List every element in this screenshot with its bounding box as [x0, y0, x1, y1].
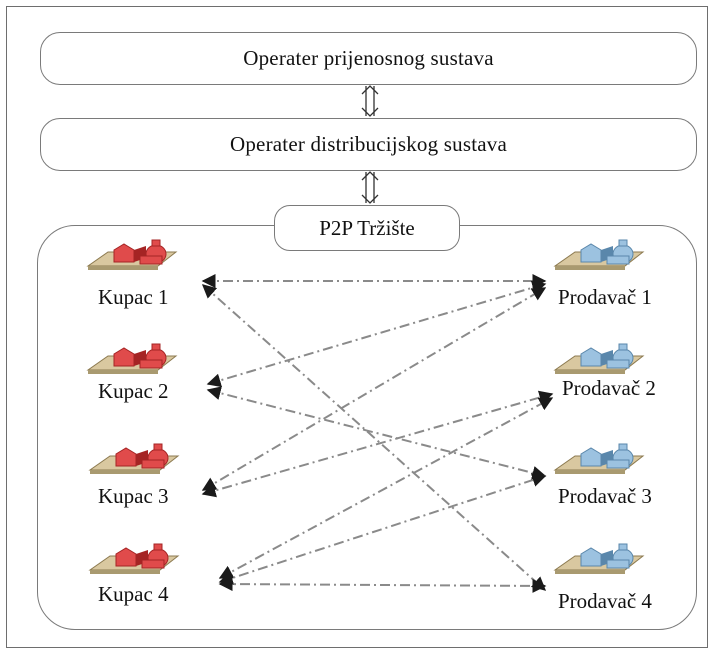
- link-kupac1-prodavac4: [201, 284, 547, 591]
- seller-1-label: Prodavač 1: [558, 285, 652, 309]
- seller-4-label: Prodavač 4: [558, 589, 652, 613]
- seller-3-icon: [554, 443, 644, 475]
- p2p-market-title: P2P Tržište: [319, 215, 415, 240]
- distribution-operator-box: Operater distribucijskog sustava: [40, 118, 697, 171]
- link-kupac4-prodavac4: [218, 577, 547, 593]
- buyer-3-label: Kupac 3: [98, 484, 169, 508]
- seller-4-icon: [554, 543, 644, 575]
- seller-1-icon: [554, 239, 644, 271]
- link-kupac2-prodavac3: [206, 386, 547, 480]
- seller-2-label: Prodavač 2: [562, 376, 656, 400]
- figure-frame: [6, 6, 708, 648]
- seller-3-label: Prodavač 3: [558, 484, 652, 508]
- p2p-market-title-box: P2P Tržište: [274, 205, 460, 251]
- transmission-operator-label: Operater prijenosnog sustava: [243, 46, 494, 70]
- link-kupac3-prodavac2: [201, 390, 554, 498]
- buyer-4-icon: [89, 543, 179, 575]
- link-kupac4-prodavac3: [218, 473, 547, 585]
- buyer-1-label: Kupac 1: [98, 285, 169, 309]
- distribution-operator-label: Operater distribucijskog sustava: [229, 132, 507, 156]
- buyer-2-label: Kupac 2: [98, 379, 169, 403]
- connector-dso-market: [361, 171, 379, 204]
- buyer-3-icon: [89, 443, 179, 475]
- seller-2-icon: [554, 343, 644, 375]
- buyer-2-icon: [87, 343, 177, 375]
- buyer-4-label: Kupac 4: [98, 582, 169, 606]
- transmission-operator-box: Operater prijenosnog sustava: [40, 32, 697, 85]
- connector-tso-dso: [361, 85, 379, 117]
- buyer-1-icon: [87, 239, 177, 271]
- link-kupac3-prodavac1: [201, 287, 547, 491]
